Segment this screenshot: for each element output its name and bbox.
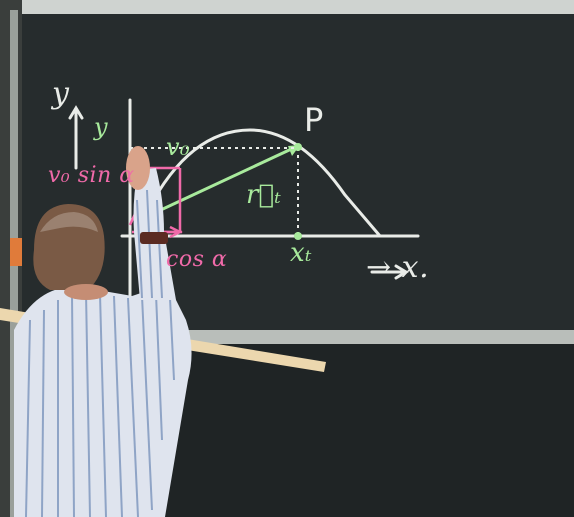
shirt-stripes xyxy=(25,291,175,517)
board-frame-top xyxy=(0,0,574,14)
professor xyxy=(14,146,192,517)
point-p-label: P xyxy=(304,101,324,139)
y-t-label: y xyxy=(94,113,109,141)
v0-cos-label: cos α xyxy=(166,247,228,272)
point-P xyxy=(294,143,302,151)
v0-label: v₀ xyxy=(166,133,191,161)
y-axis-label: y xyxy=(52,76,70,111)
position-vector xyxy=(149,143,301,217)
x-axis-label: → x. xyxy=(366,250,430,285)
blackboard-upper xyxy=(22,14,574,332)
orange-tag xyxy=(10,238,22,266)
r-t-label: r⃗ₜ xyxy=(246,180,282,210)
v0-sin-label: v₀ sin α xyxy=(48,163,135,188)
x-t-label: xₜ xyxy=(290,238,313,268)
xt-point xyxy=(294,232,302,240)
hand xyxy=(126,146,150,190)
watch xyxy=(140,232,168,244)
neck xyxy=(64,284,108,300)
hair-grey xyxy=(40,212,98,232)
